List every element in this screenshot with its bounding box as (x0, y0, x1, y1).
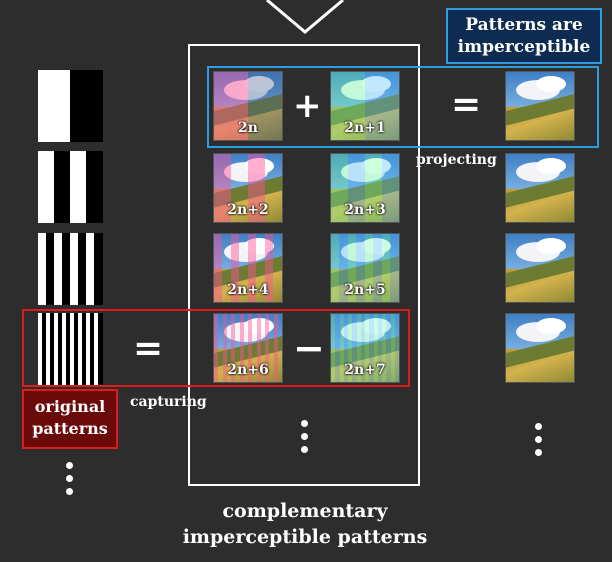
capturing-label: capturing (130, 394, 207, 410)
stripe-pattern-2 (38, 151, 103, 223)
pattern-label: 2n+7 (344, 362, 386, 378)
capturing-highlight-frame (22, 309, 410, 387)
pattern-image-2n-plus-3: 2n+3 (330, 153, 400, 223)
equals-operator-top: = (451, 84, 482, 125)
imperceptible-highlight-frame (207, 66, 599, 148)
pattern-image-2n-plus-7: 2n+7 (330, 313, 400, 383)
original-patterns-label: original patterns (22, 389, 118, 449)
projected-result-image-4 (505, 313, 575, 383)
pattern-image-2n: 2n (213, 71, 283, 141)
pattern-label: 2n+5 (344, 282, 386, 298)
complementary-patterns-frame (188, 44, 420, 486)
ellipsis-dots-right (535, 423, 543, 462)
stripe-pattern-3 (38, 233, 103, 305)
pattern-label: 2n+1 (344, 120, 386, 136)
pattern-image-2n-plus-4: 2n+4 (213, 233, 283, 303)
pattern-image-2n-plus-1: 2n+1 (330, 71, 400, 141)
projected-result-image-1 (505, 71, 575, 141)
pattern-label: 2n+2 (227, 202, 269, 218)
pattern-label: 2n (238, 120, 258, 136)
plus-operator: + (293, 86, 322, 126)
top-chevron-icon (266, 0, 344, 34)
stripe-pattern-1 (38, 70, 103, 142)
pattern-label: 2n+4 (227, 282, 269, 298)
stripe-pattern-4 (38, 313, 103, 385)
ellipsis-dots-left (66, 462, 74, 501)
equals-operator-left: = (133, 328, 164, 369)
pattern-label: 2n+3 (344, 202, 386, 218)
patterns-imperceptible-label: Patterns are imperceptible (446, 8, 602, 64)
ellipsis-dots-middle (301, 420, 309, 459)
pattern-image-2n-plus-5: 2n+5 (330, 233, 400, 303)
projected-result-image-3 (505, 233, 575, 303)
projected-result-image-2 (505, 153, 575, 223)
minus-operator: − (293, 326, 325, 370)
pattern-image-2n-plus-2: 2n+2 (213, 153, 283, 223)
projecting-label: projecting (416, 152, 497, 168)
complementary-patterns-caption: complementary imperceptible patterns (182, 500, 428, 548)
pattern-image-2n-plus-6: 2n+6 (213, 313, 283, 383)
pattern-label: 2n+6 (227, 362, 269, 378)
